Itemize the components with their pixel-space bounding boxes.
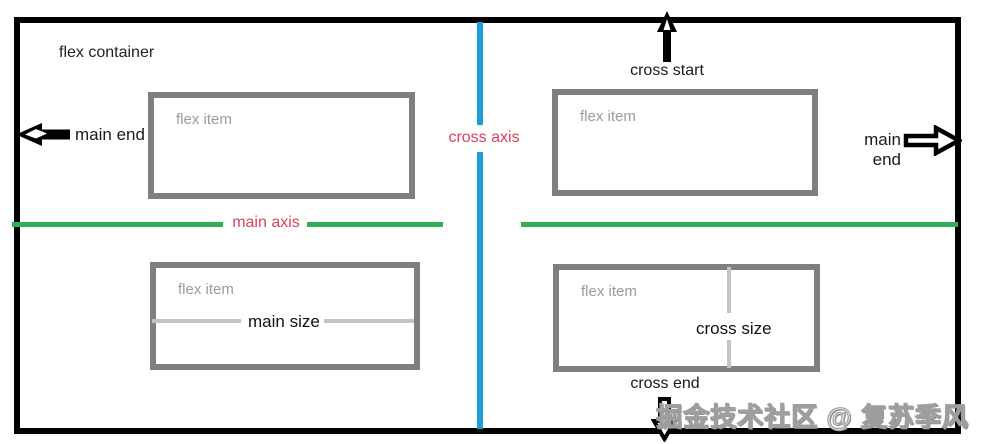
cross-size-line-top [727,267,731,313]
main-end-right-label: main end [864,130,901,169]
main-axis-line-right [521,222,958,227]
watermark-text: 掘金技术社区 @ 复苏季风 [656,401,969,432]
cross-axis-line-top [477,22,483,125]
cross-axis-line-bottom [477,152,483,429]
cross-end-arrow-icon [651,397,678,442]
main-axis-line-left [12,222,223,227]
main-size-line-left [152,319,241,323]
main-axis-line-middle [307,222,443,227]
cross-size-label: cross size [696,319,772,338]
main-end-left-arrow-icon [16,123,70,146]
flex-container-label: flex container [59,44,155,61]
flex-item-bottom-left: flex item [150,262,420,370]
main-end-right-arrow-icon [903,125,962,156]
main-end-left-label: main end [75,125,145,144]
main-size-label: main size [248,312,320,331]
cross-start-label: cross start [630,62,704,79]
flex-item-label: flex item [176,111,232,128]
cross-start-arrow-icon [657,11,677,62]
flex-item-label: flex item [178,281,234,298]
cross-size-line-bottom [727,340,731,368]
cross-axis-label: cross axis [448,129,520,146]
flex-item-top-left: flex item [148,92,415,199]
flex-item-top-right: flex item [552,89,818,196]
main-axis-label: main axis [232,214,300,231]
flex-item-label: flex item [580,108,636,125]
main-size-line-right [324,319,414,323]
flex-item-label: flex item [581,283,637,300]
cross-end-label: cross end [630,375,700,392]
flex-item-bottom-right: flex item [553,264,820,372]
